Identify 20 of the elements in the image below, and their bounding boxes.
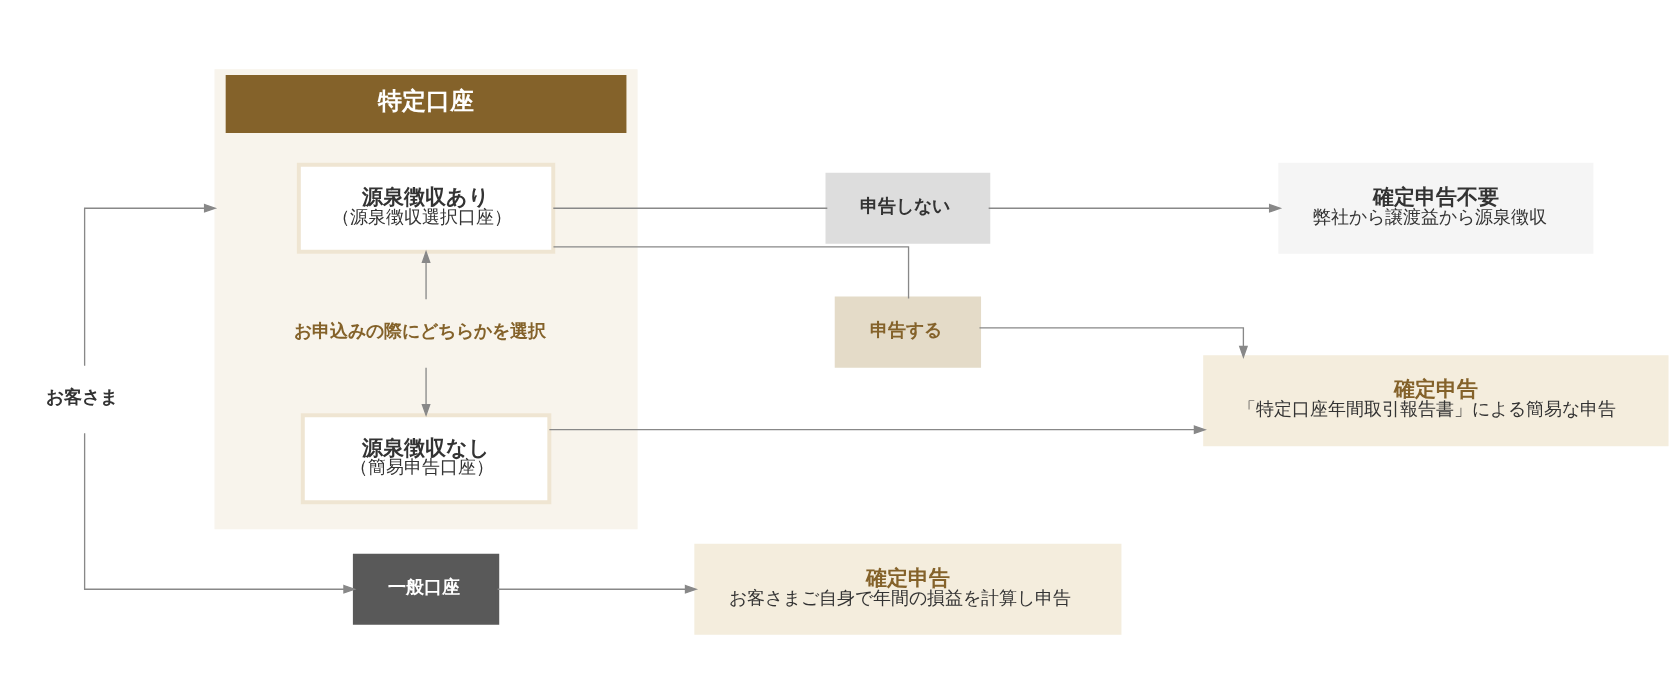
- arrow: [421, 367, 431, 418]
- connector: [552, 207, 828, 209]
- node-box: 一般口座: [352, 553, 500, 625]
- arrow: [978, 327, 1249, 360]
- node-box: 確定申告 お客さまご自身で年間の損益を計算し申告: [694, 543, 1122, 635]
- node-box: 確定申告不要 弊社から譲渡益から源泉徴収: [1278, 162, 1594, 254]
- node-box: 確定申告 「特定口座年間取引報告書」による簡易な申告: [1203, 355, 1669, 447]
- node-box: 申告する: [834, 296, 982, 368]
- arrow: [497, 584, 699, 594]
- node-box: 申告しない: [825, 172, 991, 244]
- arrow: [988, 203, 1283, 213]
- arrow: [83, 432, 357, 594]
- node-box: 源泉徴収あり （源泉徴収選択口座）: [296, 162, 556, 254]
- node-text: お客さま: [46, 385, 119, 407]
- arrow: [421, 249, 431, 300]
- arrow: [548, 425, 1207, 435]
- arrow: [83, 203, 218, 367]
- connector: [552, 246, 910, 300]
- node-box: 源泉徴収なし （簡易申告口座）: [300, 413, 552, 505]
- node-text: お申込みの際にどちらかを選択: [294, 320, 547, 342]
